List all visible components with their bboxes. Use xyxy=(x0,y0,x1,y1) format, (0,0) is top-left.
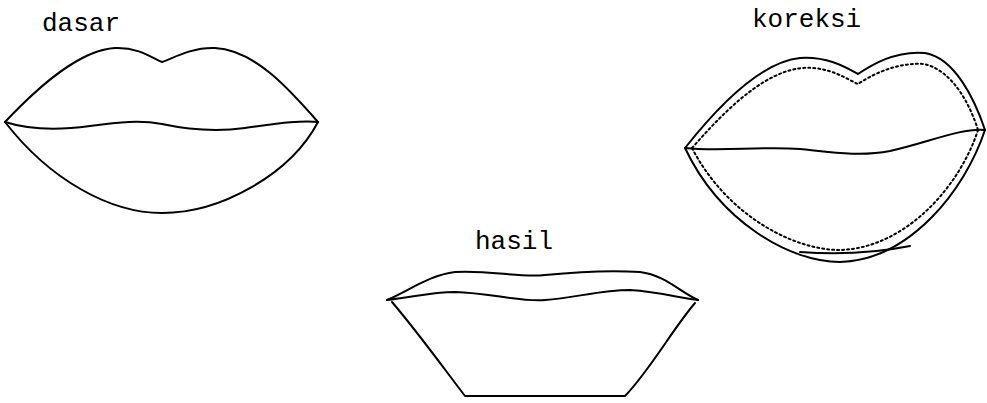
basic-lips xyxy=(5,48,318,213)
corrected-lips xyxy=(685,53,985,262)
lips-label: hasil xyxy=(475,228,553,257)
lips-label: dasar xyxy=(42,10,120,39)
lips-label: koreksi xyxy=(752,6,861,35)
result-lips xyxy=(387,271,698,396)
